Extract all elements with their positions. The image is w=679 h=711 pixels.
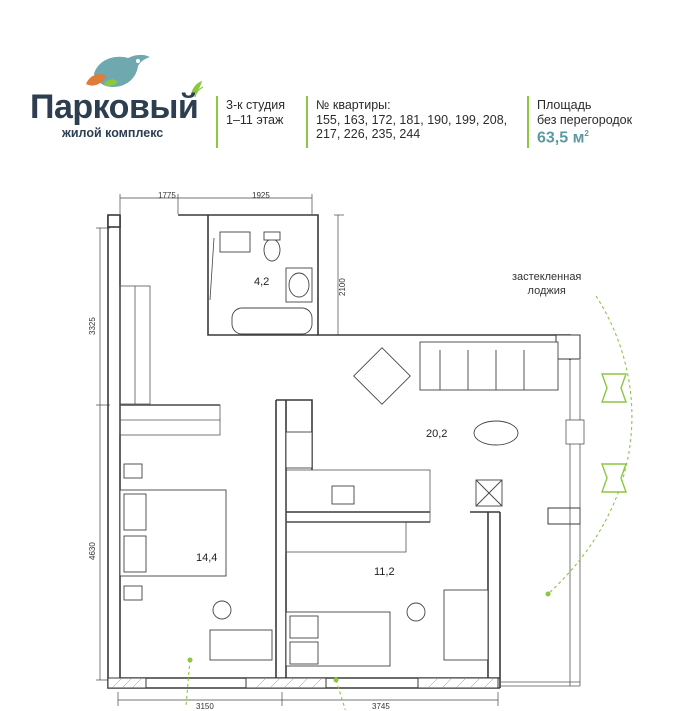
- loggia-line-2: лоджия: [527, 285, 566, 297]
- divider: [527, 96, 529, 148]
- apartment-type: 3-к студия 1–11 этаж: [226, 98, 285, 127]
- area-title-2: без перегородок: [537, 112, 633, 127]
- brand-name: Парковый: [30, 88, 199, 126]
- apartment-numbers: № квартиры: 155, 163, 172, 181, 190, 199…: [316, 98, 507, 142]
- divider: [306, 96, 308, 148]
- leaf-icon: [191, 81, 204, 98]
- area-value: 63,5 м2: [537, 129, 589, 147]
- dim-bottom-right: 3745: [372, 702, 390, 711]
- loggia-label: застекленная лоджия: [512, 270, 581, 298]
- dim-top-mid: 1925: [252, 191, 270, 200]
- room-bedroom-left-area: 14,4: [196, 552, 218, 564]
- apartments-line-2: 217, 226, 235, 244: [316, 127, 421, 141]
- bird-logo-icon: [86, 54, 150, 88]
- apartments-title: № квартиры:: [316, 98, 391, 112]
- type-line-2: 1–11 этаж: [226, 112, 284, 127]
- loggia-line-1: застекленная: [512, 271, 582, 283]
- brand-subtitle: жилой комплекс: [62, 126, 164, 140]
- area-title-1: Площадь: [537, 98, 592, 112]
- room-bedroom-right-area: 11,2: [374, 566, 395, 578]
- dim-left-bottom: 4630: [88, 542, 97, 560]
- header: Парковый жилой комплекс 3-к студия 1–11 …: [0, 0, 679, 160]
- area-block: Площадь без перегородок 63,5 м2: [537, 98, 632, 146]
- dim-bottom-left: 3150: [196, 702, 214, 711]
- type-line-1: 3-к студия: [226, 98, 286, 112]
- room-living-area: 20,2: [426, 428, 448, 440]
- dim-top-left: 1775: [158, 191, 176, 200]
- divider: [216, 96, 218, 148]
- dim-left-top: 3325: [88, 317, 97, 335]
- room-bathroom-area: 4,2: [254, 276, 270, 288]
- apartments-line-1: 155, 163, 172, 181, 190, 199, 208,: [316, 112, 508, 127]
- window-opening-icon: [601, 373, 627, 493]
- dim-bath-height: 2100: [338, 278, 347, 296]
